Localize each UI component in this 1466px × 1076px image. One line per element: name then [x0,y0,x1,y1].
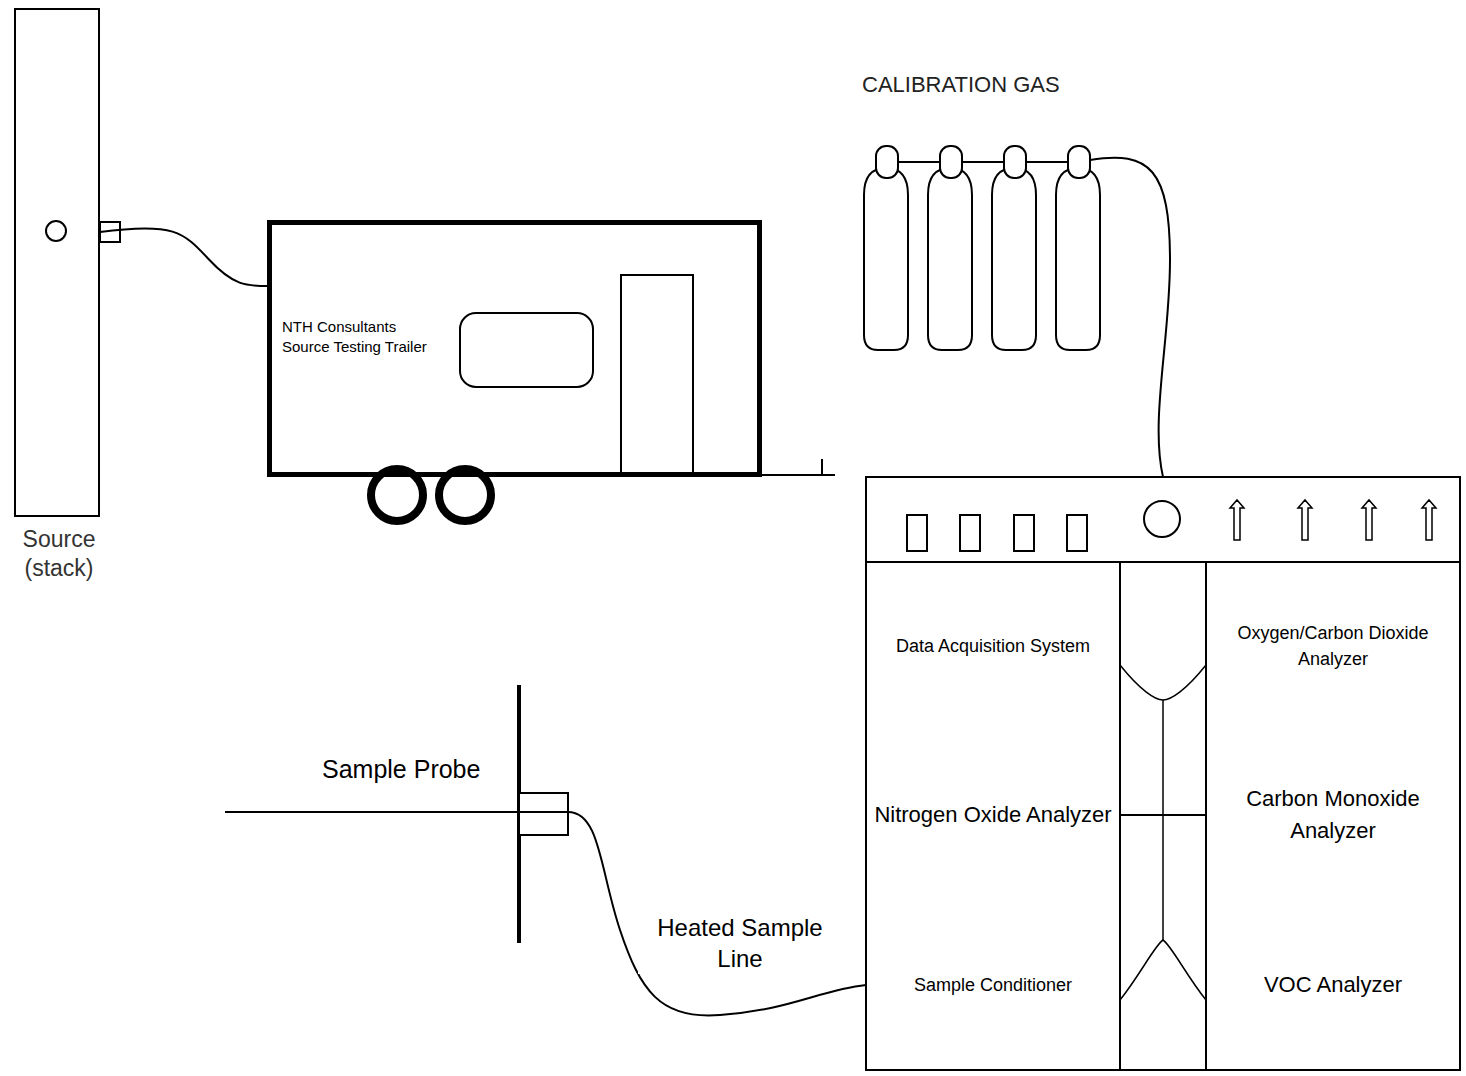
part-label: Sample Probe [322,755,480,784]
node-text: NTH Consultants Source Testing Trailer [282,317,447,356]
node-text: Data Acquisition System [874,633,1112,659]
conditioner-box: Sample Conditioner [866,900,1120,1070]
group-label: CALIBRATION GAS [862,72,1060,98]
node-text: Oxygen/Carbon Dioxide Analyzer [1214,620,1452,672]
analyzer-box: Nitrogen Oxide Analyzer [866,730,1120,900]
analyzer-box: Oxygen/Carbon Dioxide Analyzer [1206,562,1460,730]
sample-hose [100,228,267,286]
node-text: VOC Analyzer [1214,969,1452,1001]
analyzer-box: Carbon Monoxide Analyzer [1206,730,1460,900]
node-text: Sample Conditioner [874,972,1112,998]
node-text: Carbon Monoxide Analyzer [1214,783,1452,847]
analyzer-rack [866,477,1460,1070]
trailer-tongue [760,474,835,476]
trailer-hitch [821,459,823,475]
analyzer-box: VOC Analyzer [1206,900,1460,1070]
gas-cylinders [864,146,1170,477]
stack: Source (stack) [14,8,100,517]
trailer-window [460,313,593,387]
sample-probe [225,685,866,1016]
analyzer-box: Data Acquisition System [866,562,1120,730]
trailer-door [621,275,693,475]
node-text: Nitrogen Oxide Analyzer [874,799,1112,831]
line-label: Heated Sample Line [638,912,842,974]
node-text: Source (stack) [0,525,132,583]
stack-port [46,221,66,241]
trailer: NTH Consultants Source Testing Trailer [267,220,762,477]
